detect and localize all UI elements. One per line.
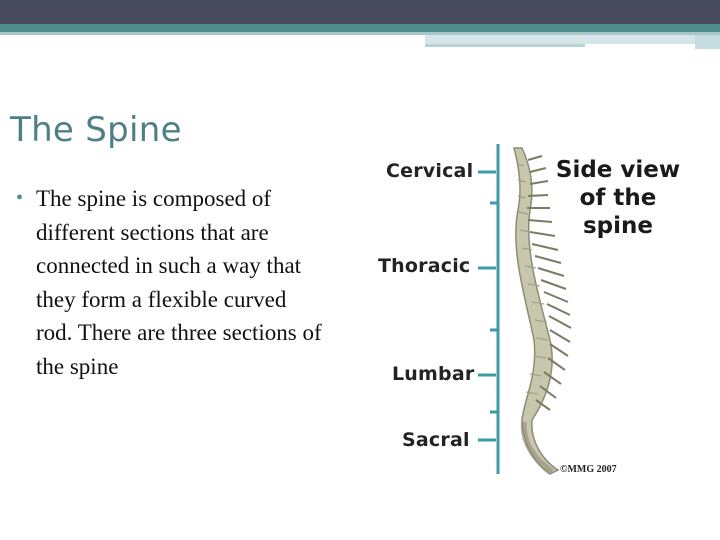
slide-title: The Spine <box>10 110 182 150</box>
region-label-lumbar: Lumbar <box>392 363 475 385</box>
spine-figure: Cervical Thoracic Lumbar Sacral Side vie… <box>372 140 702 480</box>
header-band-dark <box>0 0 720 24</box>
copyright-text: ©MMG 2007 <box>560 464 617 475</box>
region-label-thoracic: Thoracic <box>378 255 471 277</box>
bullet-dot-icon: • <box>16 187 24 209</box>
bullet-item: • The spine is composed of different sec… <box>14 182 324 383</box>
region-label-sacral: Sacral <box>402 429 470 451</box>
spine-illustration <box>478 144 572 475</box>
header-band-teal <box>0 24 720 32</box>
bullet-text: The spine is composed of different secti… <box>36 186 322 379</box>
region-label-cervical: Cervical <box>386 160 474 182</box>
bullet-list: • The spine is composed of different sec… <box>14 182 324 383</box>
region-bracket <box>478 144 500 474</box>
header-accent-lines <box>0 32 720 49</box>
figure-caption: Side view of the spine <box>555 157 681 239</box>
